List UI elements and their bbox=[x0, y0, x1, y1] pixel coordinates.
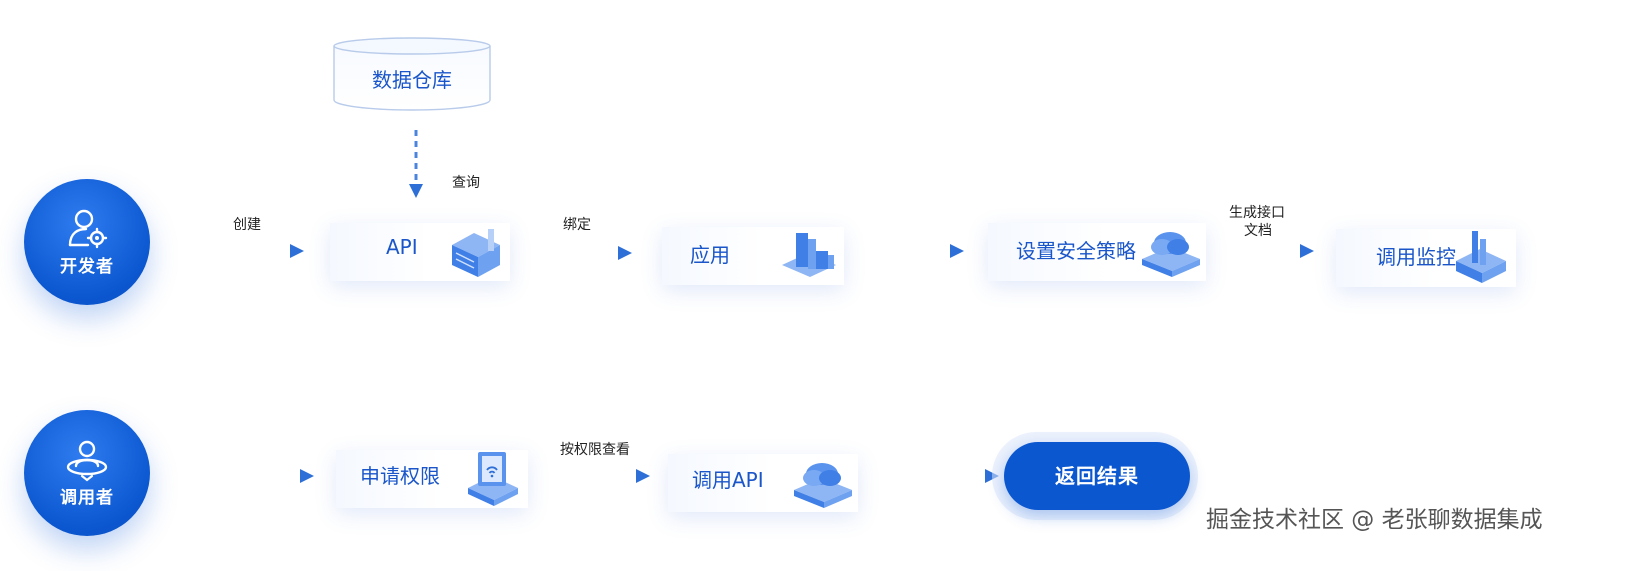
cloud-server-icon bbox=[794, 463, 852, 508]
security-policy-card: 设置安全策略 bbox=[988, 223, 1206, 281]
policy-arrow bbox=[865, 244, 965, 258]
cloud-server-icon bbox=[1142, 232, 1200, 277]
developer-label: 开发者 bbox=[60, 257, 114, 277]
bind-label: 绑定 bbox=[563, 217, 591, 233]
wifi-device-icon bbox=[468, 452, 518, 506]
monitor-card: 调用监控 bbox=[1336, 229, 1516, 287]
query-arrow bbox=[408, 130, 424, 200]
cylinder-shape bbox=[333, 37, 491, 111]
server-rack-icon bbox=[452, 229, 500, 277]
create-arrow bbox=[203, 244, 305, 258]
monitor-chart-icon bbox=[1456, 231, 1506, 283]
request-permission-card: 申请权限 bbox=[336, 450, 528, 508]
api-label: API bbox=[386, 235, 418, 259]
view-arrow bbox=[555, 469, 651, 483]
caller-label: 调用者 bbox=[60, 488, 114, 508]
user-orbit-icon bbox=[66, 440, 108, 482]
call-api-label: 调用API bbox=[692, 468, 764, 492]
request-arrow bbox=[215, 469, 315, 483]
app-card: 应用 bbox=[662, 227, 844, 285]
watermark: 掘金技术社区 @ 老张聊数据集成 bbox=[1206, 507, 1543, 533]
building-blocks-icon bbox=[782, 233, 836, 277]
query-label: 查询 bbox=[452, 175, 480, 191]
data-warehouse: 数据仓库 bbox=[332, 36, 492, 114]
gen-doc-arrow bbox=[1215, 244, 1315, 258]
security-policy-label: 设置安全策略 bbox=[1016, 239, 1136, 263]
api-card: API bbox=[330, 223, 510, 281]
bind-arrow bbox=[535, 246, 633, 260]
gen-doc-label-line2: 文档 bbox=[1244, 223, 1272, 239]
return-result-node: 返回结果 bbox=[1004, 442, 1190, 510]
user-gear-icon bbox=[68, 209, 108, 249]
create-label: 创建 bbox=[233, 217, 261, 233]
result-arrow bbox=[862, 469, 1000, 483]
gen-doc-label-line1: 生成接口 bbox=[1229, 205, 1285, 221]
request-permission-label: 申请权限 bbox=[360, 464, 440, 488]
monitor-label: 调用监控 bbox=[1376, 245, 1456, 269]
view-label: 按权限查看 bbox=[560, 442, 630, 458]
app-label: 应用 bbox=[690, 243, 730, 267]
call-api-card: 调用API bbox=[668, 454, 858, 512]
caller-node: 调用者 bbox=[24, 410, 150, 536]
developer-node: 开发者 bbox=[24, 179, 150, 305]
warehouse-label: 数据仓库 bbox=[372, 68, 452, 92]
